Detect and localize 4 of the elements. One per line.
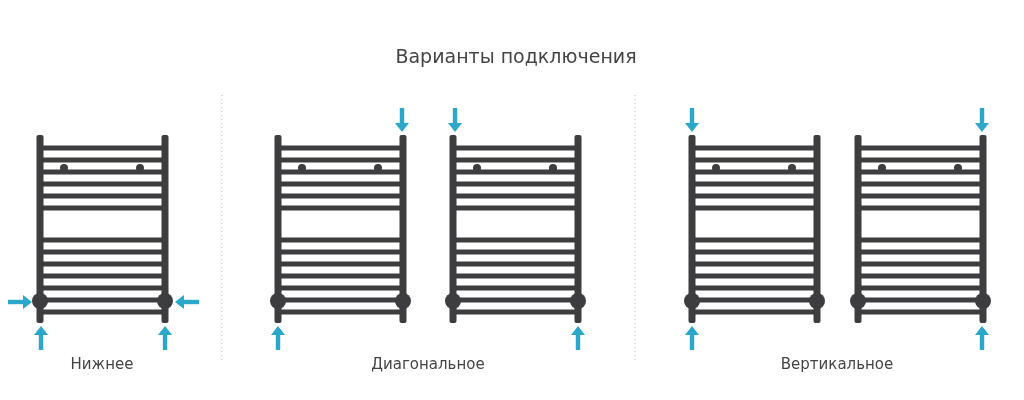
diagram-title: Варианты подключения	[395, 45, 637, 67]
variant-caption: Вертикальное	[780, 355, 894, 373]
variant-caption: Диагональное	[371, 355, 485, 373]
variant-caption: Нижнее	[70, 355, 134, 373]
